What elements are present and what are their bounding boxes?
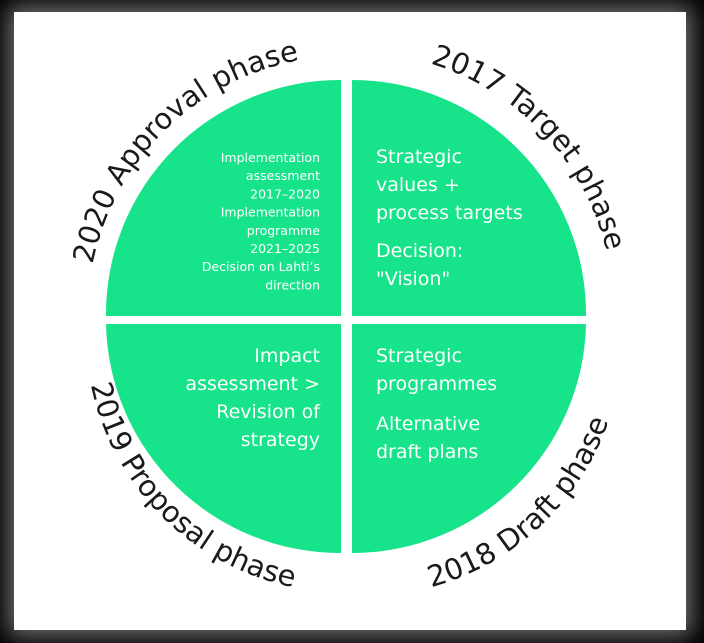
quadrant-top-right [352,80,587,316]
quadrant-text-bottom-left: Impact assessment > Revision of strategy [185,345,321,451]
quadrant-text-line: 2021–2025 [250,241,320,256]
quadrant-text-line: direction [265,277,320,292]
quadrant-bottom-right [352,324,586,553]
quadrant-top-left [105,79,341,316]
quadrant-text-line: programme [247,223,321,238]
quadrant-text-line: Revision of [216,401,321,423]
quadrant-text-line: Strategic [376,345,462,367]
quadrant-text-line: Strategic [376,146,462,168]
quadrant-text-line: Implementation [221,150,320,165]
quadrant-text-line: values + [376,174,460,196]
quadrant-text-line: assessment [246,168,320,183]
quadrant-text-line: programmes [376,373,497,395]
quadrant-text-line: Decision on Lahti’s [202,259,320,274]
quadrant-text-line: Decision: [376,240,463,262]
quadrant-text-line: strategy [241,429,320,451]
quadrant-text-line: 2017–2020 [250,186,320,201]
quadrant-text-top-right: Strategic values + process targetsDecision… [376,146,523,290]
quadrant-text-line: draft plans [376,441,478,463]
quadrant-text-line: Impact [254,345,320,367]
quadrant-text-line: Alternative [376,413,480,435]
quadrant-text-line: "Vision" [376,268,450,290]
quadrant-text-line: Implementation [221,205,320,220]
quadrant-bottom-left [106,324,341,554]
quadrant-text-line: process targets [376,202,523,224]
quadrant-text-line: assessment > [185,373,320,395]
diagram-frame [14,12,686,630]
quadrant-text-top-left: Implementationassessment2017–2020Impleme… [202,150,320,292]
